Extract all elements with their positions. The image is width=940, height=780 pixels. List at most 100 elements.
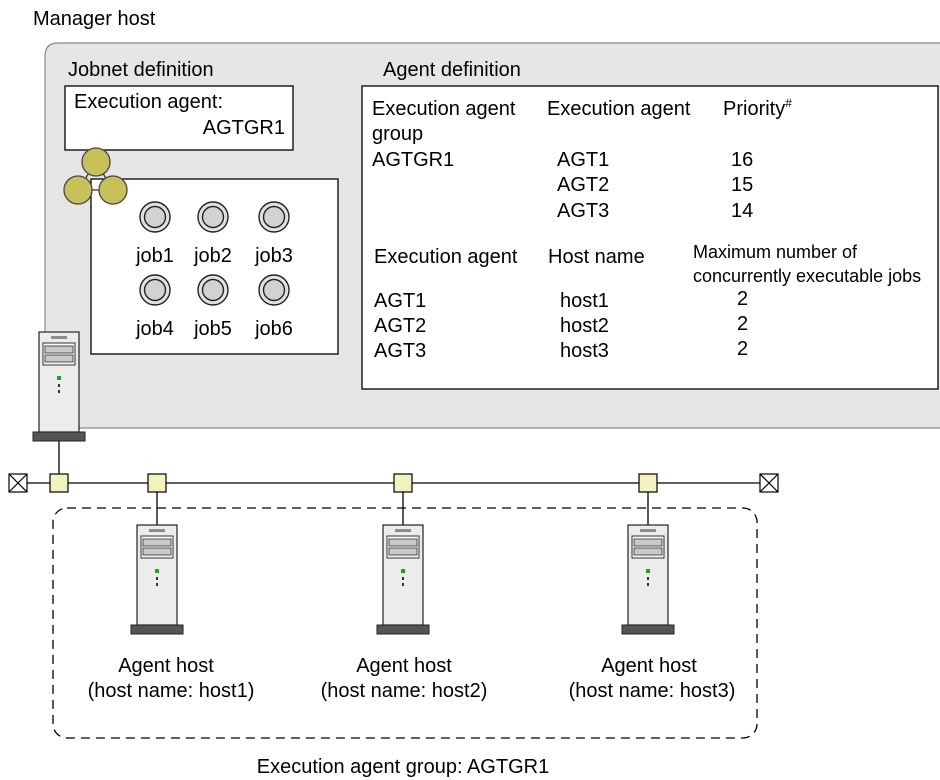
group-table-header-group: Execution agent <box>372 98 516 120</box>
group-table-header-agent: Execution agent <box>547 98 691 120</box>
network-terminator-left <box>8 473 28 493</box>
server-base <box>376 624 430 635</box>
job-icon-inner <box>201 205 225 229</box>
group-table-header-priority: Priority# <box>723 96 792 120</box>
job-item: job5 <box>193 274 232 340</box>
host-table-cell-agent: AGT3 <box>374 340 426 362</box>
group-table-cell-priority: 15 <box>731 174 753 196</box>
job-label: job1 <box>135 245 174 267</box>
host-table-cell-max-jobs: 2 <box>737 313 748 335</box>
job-icon-inner <box>201 278 225 302</box>
group-table-cell-priority: 16 <box>731 149 753 171</box>
job-item: job6 <box>254 274 293 340</box>
host-table-header-host: Host name <box>548 246 645 268</box>
job-label: job3 <box>254 245 293 267</box>
server-indicator <box>156 583 158 586</box>
server-indicator <box>647 577 649 580</box>
server-base <box>130 624 184 635</box>
network-node-agent <box>393 473 413 493</box>
group-table-cell-agent: AGT2 <box>557 174 609 196</box>
server-drive-bay <box>44 345 74 354</box>
host-table-cell-max-jobs: 2 <box>737 288 748 310</box>
job-item: job4 <box>135 274 174 340</box>
priority-footnote-mark: # <box>785 96 792 110</box>
group-table-cell-agent: AGT1 <box>557 149 609 171</box>
agent-host-name: (host name: host3) <box>569 680 736 702</box>
host-table-cell-agent: AGT2 <box>374 315 426 337</box>
server-indicator <box>58 390 60 393</box>
server-drive-bay <box>388 538 418 547</box>
network-node-agent <box>638 473 658 493</box>
host-table-cell-host: host3 <box>560 340 609 362</box>
server-base <box>621 624 675 635</box>
server-indicator <box>402 577 404 580</box>
server-drive-bay <box>142 547 172 556</box>
execution-agent-box <box>64 85 294 151</box>
server-indicator <box>402 583 404 586</box>
host-table-cell-host: host2 <box>560 315 609 337</box>
agent-server-icon <box>376 524 430 635</box>
agent-host-name: (host name: host2) <box>321 680 488 702</box>
job-icon-inner <box>262 205 286 229</box>
group-table-cell-group: AGTGR1 <box>372 149 454 171</box>
agent-host-name: (host name: host1) <box>88 680 255 702</box>
job-label: job2 <box>193 245 232 267</box>
agent-definition-box <box>361 85 939 390</box>
server-drive-bay <box>142 538 172 547</box>
server-indicator <box>58 384 60 387</box>
server-indicator <box>647 583 649 586</box>
execution-agent-group-boundary <box>52 507 758 739</box>
network-node-manager <box>49 473 69 493</box>
server-top-vent <box>149 529 165 532</box>
jobnet-icon-circle <box>81 147 111 177</box>
priority-header-text: Priority <box>723 98 785 120</box>
group-table-header-group-line2: group <box>372 123 423 145</box>
server-drive-bay <box>44 354 74 363</box>
job-item: job2 <box>193 201 232 267</box>
server-drive-bay <box>388 547 418 556</box>
group-table-cell-agent: AGT3 <box>557 200 609 222</box>
execution-agent-group-caption: Execution agent group: AGTGR1 <box>257 756 549 778</box>
jobnet-icon-circle <box>63 175 93 205</box>
server-top-vent <box>51 336 67 339</box>
job-icon-inner <box>262 278 286 302</box>
server-led <box>401 569 405 573</box>
execution-agent-label: Execution agent: <box>74 91 223 113</box>
agent-server-icon <box>621 524 675 635</box>
host-table-cell-host: host1 <box>560 290 609 312</box>
agent-host-title: Agent host <box>356 655 452 677</box>
manager-server-icon <box>32 331 86 442</box>
host-table-cell-agent: AGT1 <box>374 290 426 312</box>
server-led <box>646 569 650 573</box>
server-led <box>155 569 159 573</box>
server-led <box>57 376 61 380</box>
server-top-vent <box>395 529 411 532</box>
job-item: job3 <box>254 201 293 267</box>
job-icon-inner <box>143 278 167 302</box>
jobnet-icon <box>63 147 128 205</box>
server-indicator <box>156 577 158 580</box>
server-top-vent <box>640 529 656 532</box>
network-terminator-right <box>759 473 779 493</box>
agent-definition-label: Agent definition <box>383 59 521 81</box>
server-drive-bay <box>633 547 663 556</box>
terminator-x <box>759 473 779 493</box>
jobnet-icon-circle <box>98 175 128 205</box>
host-table-header-max-jobs: Maximum number of <box>693 242 858 262</box>
job-icon-inner <box>143 205 167 229</box>
group-table-cell-priority: 14 <box>731 200 753 222</box>
job-label: job4 <box>135 318 174 340</box>
jobnet-definition-label: Jobnet definition <box>68 59 214 81</box>
network-node-agent <box>147 473 167 493</box>
execution-agent-value: AGTGR1 <box>203 117 285 139</box>
job-item: job1 <box>135 201 174 267</box>
job-label: job6 <box>254 318 293 340</box>
host-table-header-agent: Execution agent <box>374 246 518 268</box>
agent-host-title: Agent host <box>601 655 697 677</box>
server-drive-bay <box>633 538 663 547</box>
server-base <box>32 431 86 442</box>
agent-server-icon <box>130 524 184 635</box>
host-table-cell-max-jobs: 2 <box>737 338 748 360</box>
terminator-x <box>8 473 28 493</box>
